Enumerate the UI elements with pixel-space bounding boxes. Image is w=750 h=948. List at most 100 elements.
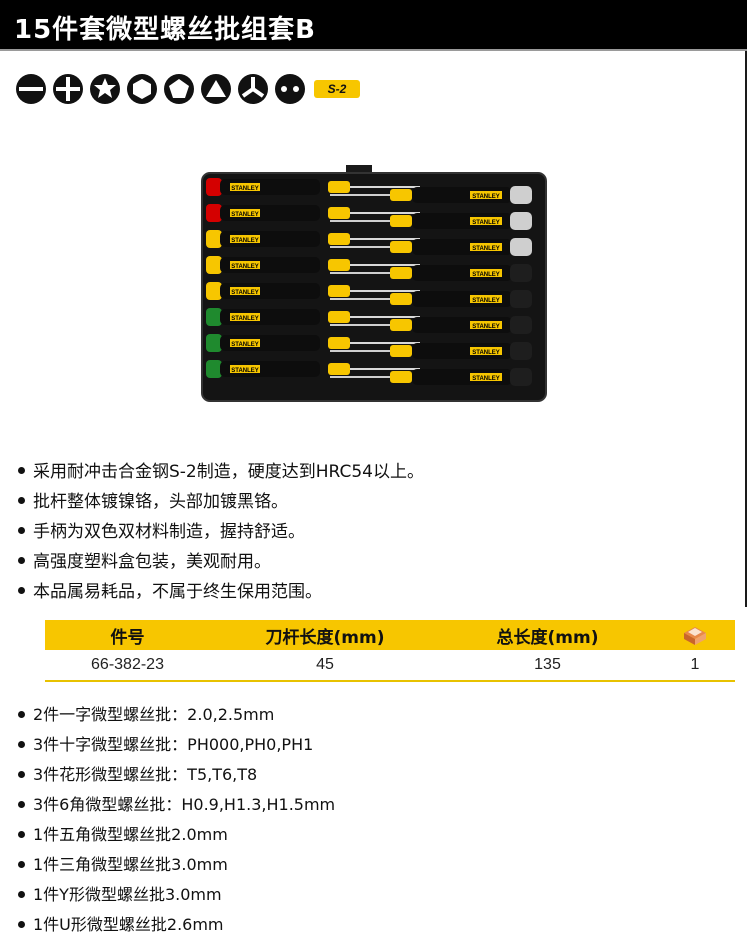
contents-item: 1件五角微型螺丝批2.0mm (14, 820, 335, 850)
contents-item: 3件十字微型螺丝批：PH000,PH0,PH1 (14, 730, 335, 760)
u-shape-icon (275, 74, 305, 104)
handle-collar (328, 363, 350, 375)
product-photo: STANLEY STANLEY STANLEY STANLEY STANLEY STANL… (201, 165, 547, 402)
screwdriver-rows: STANLEY STANLEY STANLEY STANLEY STANLEY STANL… (206, 178, 532, 386)
handle-collar (390, 215, 412, 227)
brand-label: STANLEY (231, 290, 259, 296)
contents-item: 2件一字微型螺丝批：2.0,2.5mm (14, 700, 335, 730)
brand-band (470, 243, 502, 251)
driver-cap (510, 212, 532, 230)
tip-icons-row: S-2 (14, 72, 360, 106)
driver-cap (206, 334, 222, 352)
brand-label: STANLEY (231, 186, 259, 192)
cell-total-length: 135 (440, 650, 655, 682)
brand-label: STANLEY (231, 342, 259, 348)
phillips-icon (53, 74, 83, 104)
header-part-number: 件号 (45, 620, 210, 650)
brand-band (470, 321, 502, 329)
brand-band (470, 269, 502, 277)
handle-collar (328, 233, 350, 245)
handle-collar (390, 345, 412, 357)
title-bar: 15件套微型螺丝批组套B (0, 0, 747, 51)
contents-item: 1件Y形微型螺丝批3.0mm (14, 880, 335, 910)
driver-cap (206, 308, 222, 326)
brand-label: STANLEY (472, 220, 500, 226)
brand-label: STANLEY (231, 238, 259, 244)
page-title: 15件套微型螺丝批组套B (14, 15, 316, 45)
contents-item: 3件花形微型螺丝批：T5,T6,T8 (14, 760, 335, 790)
driver-cap (206, 256, 222, 274)
brand-band (230, 209, 260, 217)
brand-band (470, 347, 502, 355)
spec-table: 件号 刀杆长度(mm) 总长度(mm) 66-382-23 45 135 1 (45, 620, 735, 682)
handle-collar (328, 259, 350, 271)
brand-label: STANLEY (472, 298, 500, 304)
feature-item: 手柄为双色双材料制造，握持舒适。 (14, 517, 424, 547)
driver-shaft (330, 220, 390, 222)
brand-band (470, 373, 502, 381)
torx-icon (90, 74, 120, 104)
driver-cap (206, 230, 222, 248)
s2-badge: S-2 (314, 80, 360, 98)
driver-shaft (330, 272, 390, 274)
brand-label: STANLEY (472, 324, 500, 330)
driver-shaft (330, 376, 390, 378)
contents-item: 3件6角微型螺丝批：H0.9,H1.3,H1.5mm (14, 790, 335, 820)
handle-collar (328, 207, 350, 219)
feature-list: 采用耐冲击合金钢S-2制造，硬度达到HRC54以上。 批杆整体镀镍铬，头部加镀黑… (14, 457, 424, 607)
header-box (655, 620, 735, 650)
brand-band (470, 217, 502, 225)
driver-shaft (350, 316, 420, 318)
driver-shaft (350, 264, 420, 266)
brand-band (230, 365, 260, 373)
brand-label: STANLEY (472, 376, 500, 382)
driver-shaft (330, 324, 390, 326)
brand-band (470, 295, 502, 303)
driver-cap (206, 360, 222, 378)
brand-label: STANLEY (231, 368, 259, 374)
driver-shaft (330, 350, 390, 352)
driver-shaft (350, 212, 420, 214)
slotted-icon (16, 74, 46, 104)
cell-part-number: 66-382-23 (45, 650, 210, 682)
driver-cap (510, 342, 532, 360)
brand-band (230, 261, 260, 269)
driver-cap (510, 186, 532, 204)
brand-label: STANLEY (231, 316, 259, 322)
cell-shaft-length: 45 (210, 650, 440, 682)
driver-cap (510, 368, 532, 386)
brand-band (230, 235, 260, 243)
handle-collar (390, 241, 412, 253)
handle-collar (390, 267, 412, 279)
triangle-icon (201, 74, 231, 104)
box-icon (684, 627, 706, 645)
driver-cap (206, 282, 222, 300)
driver-cap (206, 204, 222, 222)
header-shaft-length: 刀杆长度(mm) (210, 620, 440, 650)
brand-band (230, 183, 260, 191)
driver-cap (206, 178, 222, 196)
header-total-length: 总长度(mm) (440, 620, 655, 650)
brand-band (230, 287, 260, 295)
contents-item: 1件U形微型螺丝批2.6mm (14, 910, 335, 940)
brand-label: STANLEY (472, 272, 500, 278)
contents-item: 1件三角微型螺丝批3.0mm (14, 850, 335, 880)
driver-shaft (350, 342, 420, 344)
driver-shaft (330, 246, 390, 248)
handle-collar (328, 337, 350, 349)
page-frame (745, 0, 747, 607)
handle-collar (390, 371, 412, 383)
handle-collar (328, 285, 350, 297)
driver-shaft (350, 186, 420, 188)
contents-list: 2件一字微型螺丝批：2.0,2.5mm 3件十字微型螺丝批：PH000,PH0,… (14, 700, 335, 940)
brand-band (470, 191, 502, 199)
handle-collar (390, 293, 412, 305)
handle-collar (390, 189, 412, 201)
driver-cap (510, 238, 532, 256)
driver-cap (510, 264, 532, 282)
driver-cap (510, 316, 532, 334)
driver-shaft (330, 194, 390, 196)
table-row: 66-382-23 45 135 1 (45, 650, 735, 682)
driver-cap (510, 290, 532, 308)
brand-label: STANLEY (231, 212, 259, 218)
